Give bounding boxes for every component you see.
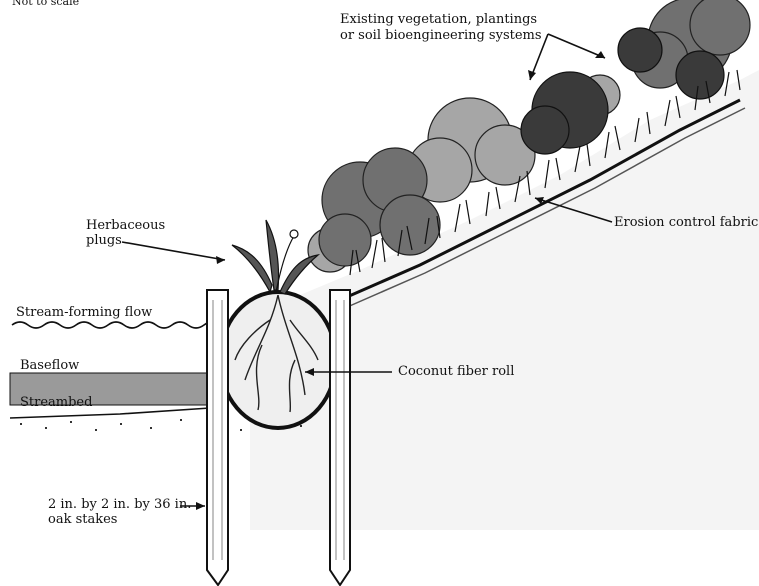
label-baseflow: Baseflow (20, 358, 80, 373)
oak-stakes (206, 289, 351, 586)
arrow-vegetation-right (547, 33, 606, 59)
arrow-erosion-fabric (534, 197, 613, 223)
label-coconut-roll: Coconut fiber roll (398, 364, 515, 379)
arrow-herbaceous (121, 241, 226, 261)
coconut-fiber-roll (218, 290, 338, 430)
streambed-line (9, 407, 211, 419)
baseflow-water (9, 372, 211, 406)
label-stakes-line2: oak stakes (48, 512, 118, 527)
vegetation-mid (318, 0, 751, 267)
label-vegetation-line2: or soil bioengineering systems (340, 28, 542, 43)
label-herbaceous-line2: plugs (86, 233, 122, 248)
oak-stake-left (206, 289, 229, 586)
label-vegetation-line1: Existing vegetation, plantings (340, 12, 538, 27)
grass-strokes (349, 69, 741, 276)
vegetation-dark (520, 27, 725, 155)
arrowheads (196, 51, 605, 510)
roll-roots (234, 294, 319, 413)
label-stream-forming-flow: Stream-forming flow (16, 305, 153, 320)
stream-forming-flow-line (11, 321, 237, 329)
erosion-fabric-line (339, 98, 741, 302)
oak-stake-right (329, 289, 351, 586)
not-to-scale-note: Not to scale (12, 0, 80, 8)
label-streambed: Streambed (20, 395, 93, 410)
erosion-fabric-edge (344, 107, 746, 309)
label-herbaceous-line1: Herbaceous (86, 218, 166, 233)
streambank-slope (250, 70, 759, 530)
herbaceous-plug (231, 219, 321, 295)
label-erosion-fabric: Erosion control fabric (614, 215, 759, 230)
label-stakes-line1: 2 in. by 2 in. by 36 in. (48, 497, 192, 512)
